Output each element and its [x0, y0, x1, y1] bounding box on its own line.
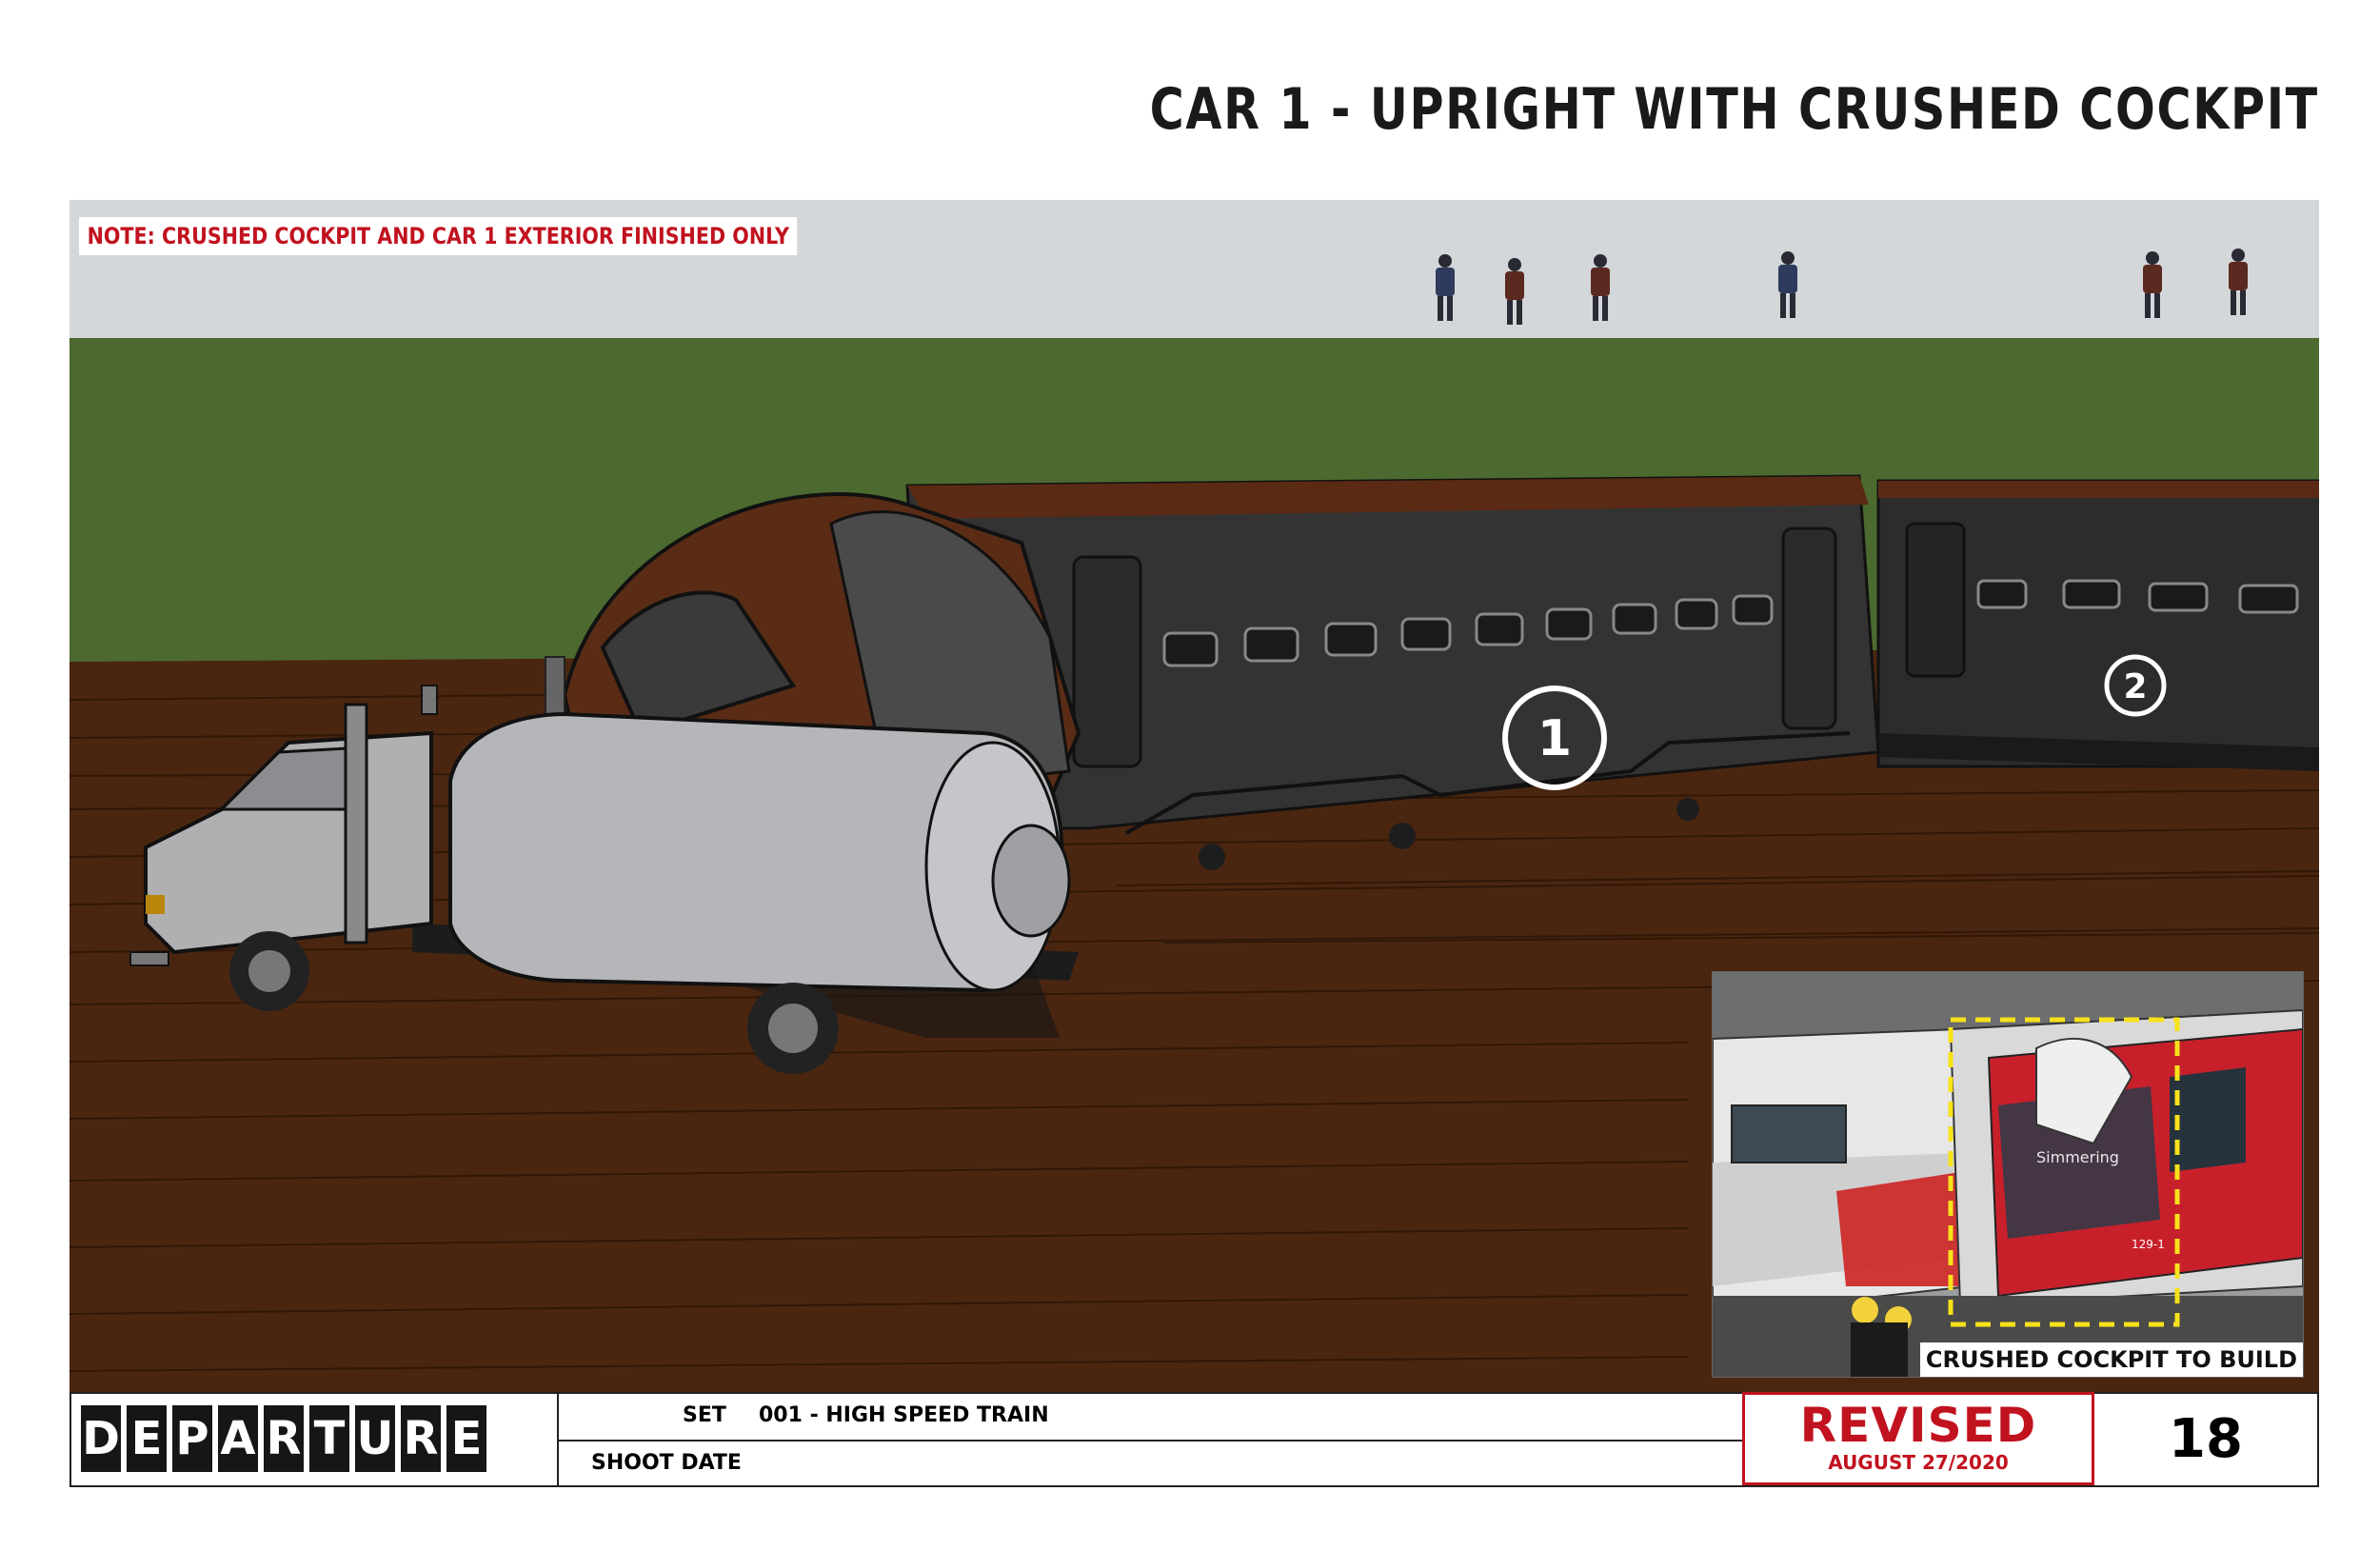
- title-block: D E P A R T U R E SET 001 - HIGH SPEED T…: [69, 1392, 2319, 1487]
- inset-train-text: Simmering: [2036, 1148, 2119, 1166]
- set-label: SET: [683, 1403, 726, 1427]
- info-cell: SET 001 - HIGH SPEED TRAIN SHOOT DATE: [557, 1394, 1742, 1485]
- set-value: 001 - HIGH SPEED TRAIN: [759, 1403, 1049, 1427]
- shoot-date-label: SHOOT DATE: [591, 1451, 742, 1475]
- car-2-marker: [2104, 654, 2167, 717]
- logo-letter: T: [309, 1405, 349, 1472]
- storyboard-scene: 2 1: [69, 200, 2319, 1392]
- logo-letter: E: [127, 1405, 167, 1472]
- page-title: CAR 1 - UPRIGHT WITH CRUSHED COCKPIT: [1149, 76, 2319, 143]
- revised-stamp: REVISED AUGUST 27/2020: [1742, 1392, 2094, 1485]
- logo-letter: R: [264, 1405, 304, 1472]
- logo-letter: R: [401, 1405, 441, 1472]
- logo-letter: P: [172, 1405, 212, 1472]
- reference-photo: Simmering 129-1 CRUSHED COCKPIT TO BUILD: [1712, 971, 2304, 1378]
- logo-letter: A: [218, 1405, 258, 1472]
- inset-car-number: 129-1: [2132, 1238, 2165, 1251]
- logo-cell: D E P A R T U R E: [71, 1394, 559, 1485]
- revised-label: REVISED: [1799, 1398, 2037, 1453]
- note-label: NOTE: CRUSHED COCKPIT AND CAR 1 EXTERIOR…: [79, 217, 798, 255]
- tanker-truck: [129, 685, 1079, 1074]
- inset-caption: CRUSHED COCKPIT TO BUILD: [1919, 1342, 2303, 1377]
- car-1-marker: [1502, 686, 1607, 790]
- car-1-label: 1: [1537, 710, 1572, 767]
- logo-letter: D: [81, 1405, 121, 1472]
- logo-letter: U: [355, 1405, 395, 1472]
- train-car-1: [905, 474, 1880, 870]
- car-2-label: 2: [2123, 667, 2147, 706]
- revised-date: AUGUST 27/2020: [1828, 1451, 2009, 1474]
- info-divider: [557, 1440, 1742, 1442]
- scene-illustration: 2 1: [69, 200, 2319, 1392]
- cockpit-highlight-box: [1948, 1017, 2180, 1327]
- logo-letter: E: [446, 1405, 486, 1472]
- reference-photo-image: Simmering 129-1: [1713, 972, 2303, 1377]
- people-silhouettes: [1436, 249, 2248, 325]
- page-number-cell: 18: [2094, 1394, 2317, 1485]
- train-car-2: [1876, 479, 2319, 771]
- departure-logo: D E P A R T U R E: [81, 1405, 486, 1472]
- page-number: 18: [2169, 1408, 2243, 1470]
